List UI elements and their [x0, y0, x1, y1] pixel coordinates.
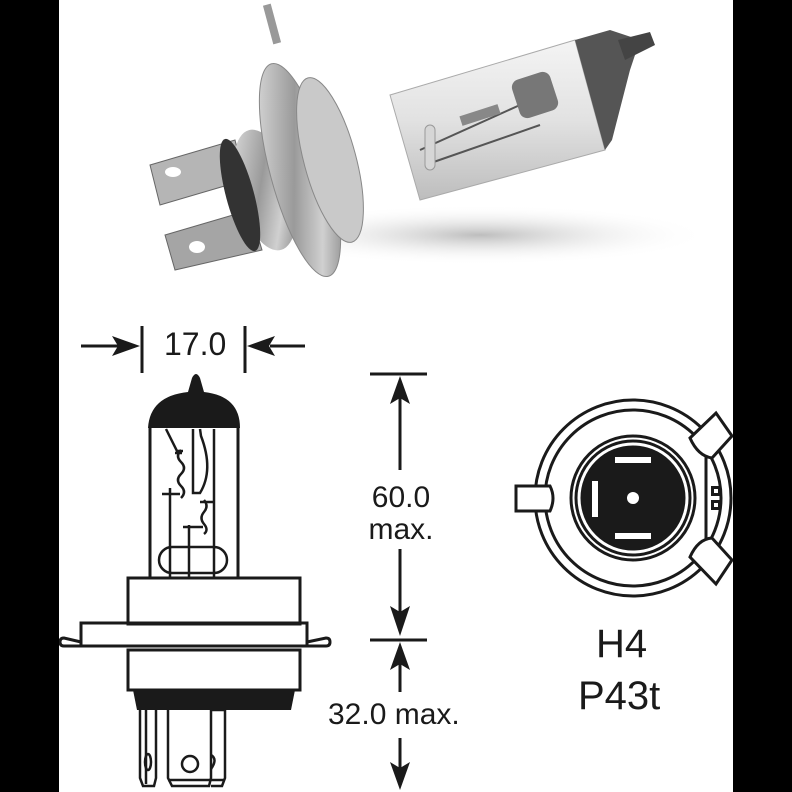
socket-end-view — [514, 398, 733, 598]
left-tab-icon — [514, 484, 555, 513]
metal-base-icon — [219, 3, 364, 278]
socket-marker-icon — [711, 486, 721, 510]
right-black-border — [733, 0, 792, 792]
terminal-pins-icon — [138, 708, 227, 788]
bulb-base-code: P43t — [578, 674, 661, 718]
left-black-border — [0, 0, 59, 792]
bulb-type-name: H4 — [596, 622, 648, 666]
socket-contacts-icon — [592, 457, 651, 539]
height-dimensions — [370, 372, 427, 790]
lower-right-tab-icon — [688, 536, 733, 587]
photo-shadow — [250, 205, 710, 265]
black-cap-icon — [148, 374, 240, 428]
glass-height-label: 60.0 max. — [361, 483, 441, 545]
black-seal-ring-icon — [133, 690, 295, 710]
width-dimension — [81, 326, 305, 373]
bulb-photo — [149, 3, 710, 278]
glass-height-suffix: max. — [368, 513, 434, 546]
spec-sheet-canvas: 17.0 60.0 max. 32.0 max. H4 P43t — [59, 0, 733, 792]
glass-height-value: 60.0 — [371, 481, 431, 514]
glass-envelope-icon — [389, 30, 655, 201]
width-dimension-label: 17.0 — [164, 326, 227, 362]
flange-icon — [79, 621, 309, 648]
upper-right-tab-icon — [688, 410, 733, 460]
base-collar-icon — [126, 576, 302, 626]
filament-icon — [157, 428, 229, 578]
base-height-label: 32.0 max. — [328, 698, 460, 731]
bulb-side-view-drawing — [59, 326, 733, 790]
